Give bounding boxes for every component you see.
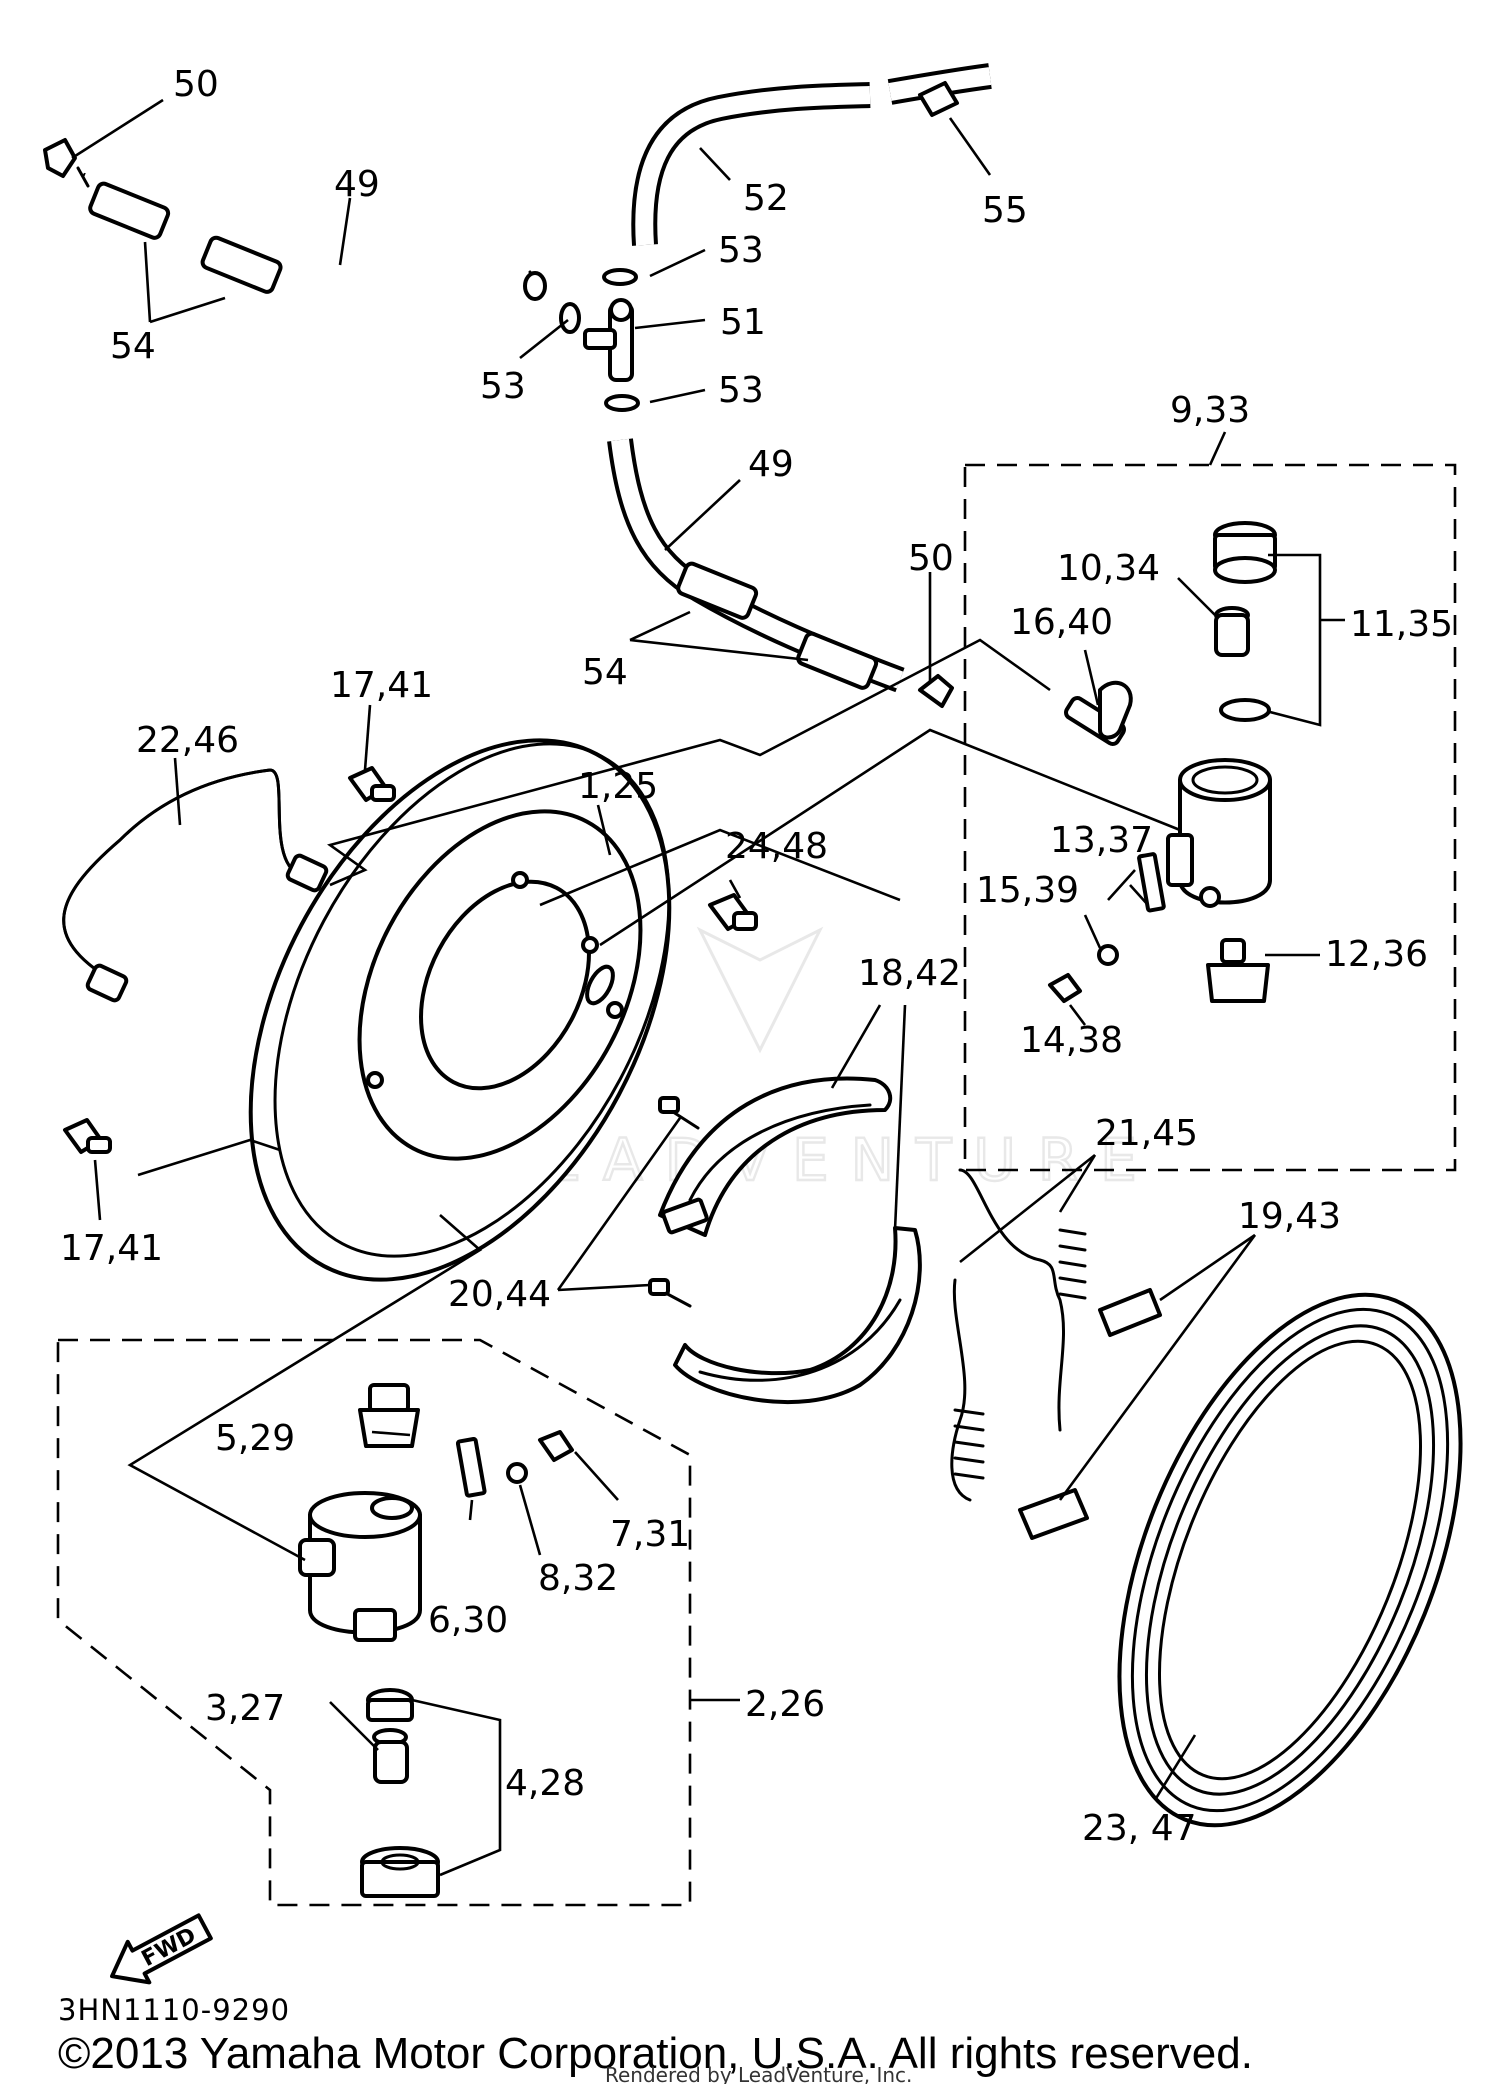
label-4-28: 4,28 bbox=[505, 1763, 585, 1804]
pin-20-44-upper-icon bbox=[658, 1096, 700, 1130]
pin-20-44-lower-icon bbox=[648, 1278, 692, 1308]
clip-53-icon bbox=[602, 268, 638, 286]
return-spring-upper bbox=[958, 1168, 1087, 1432]
label-7-31: 7,31 bbox=[610, 1514, 690, 1555]
screw-7-31-icon bbox=[538, 1430, 574, 1462]
label-15-39: 15,39 bbox=[976, 870, 1079, 911]
copyright-text: ©2013 Yamaha Motor Corporation, U.S.A. A… bbox=[58, 2029, 1253, 2078]
label-23-47: 23, 47 bbox=[1082, 1808, 1197, 1849]
rendered-by-text: Rendered by LeadVenture, Inc. bbox=[605, 2063, 912, 2084]
plate-13-37-icon bbox=[1137, 852, 1166, 913]
brake-pipe-22-46 bbox=[62, 768, 329, 1003]
label-51: 51 bbox=[720, 302, 766, 343]
fwd-arrow-icon: FWD bbox=[110, 1913, 213, 1985]
clip-19-43-lower-icon bbox=[1018, 1488, 1089, 1540]
label-50: 50 bbox=[173, 64, 219, 105]
hose-protector-icon bbox=[676, 561, 759, 620]
label-52: 52 bbox=[743, 178, 789, 219]
hose-protector-icon bbox=[796, 631, 879, 690]
clip-53-icon bbox=[559, 302, 581, 334]
label-49: 49 bbox=[334, 164, 380, 205]
screw-14-38-icon bbox=[1048, 973, 1082, 1003]
label-11-35: 11,35 bbox=[1350, 604, 1453, 645]
label-50: 50 bbox=[908, 538, 954, 579]
label-18-42: 18,42 bbox=[858, 953, 961, 994]
wheel-cylinder-left-assy bbox=[56, 1338, 692, 1907]
hose-protector-icon bbox=[88, 181, 171, 240]
piston-3-27-icon bbox=[373, 1740, 409, 1784]
label-13-37: 13,37 bbox=[1050, 820, 1153, 861]
three-way-joint-51-icon bbox=[559, 268, 640, 412]
label-54: 54 bbox=[110, 326, 156, 367]
label-53: 53 bbox=[718, 230, 764, 271]
label-9-33: 9,33 bbox=[1170, 390, 1250, 431]
label-55: 55 bbox=[982, 190, 1028, 231]
label-20-44: 20,44 bbox=[448, 1274, 551, 1315]
piston-10-34-icon bbox=[1214, 613, 1250, 657]
label-12-36: 12,36 bbox=[1325, 934, 1428, 975]
hose-clip-50-icon bbox=[43, 138, 77, 178]
label-53: 53 bbox=[480, 366, 526, 407]
label-14-38: 14,38 bbox=[1020, 1020, 1123, 1061]
leader-lines bbox=[71, 98, 1345, 1877]
bolt-17-41-lower-icon bbox=[63, 1118, 112, 1154]
label-49: 49 bbox=[748, 444, 794, 485]
brake-hose-lower bbox=[607, 438, 954, 708]
bolt-24-48-icon bbox=[708, 893, 758, 931]
adjuster-5-29-icon bbox=[368, 1383, 410, 1413]
label-6-30: 6,30 bbox=[428, 1600, 508, 1641]
label-3-27: 3,27 bbox=[205, 1688, 285, 1729]
label-5-29: 5,29 bbox=[215, 1418, 295, 1459]
label-21-45: 21,45 bbox=[1095, 1113, 1198, 1154]
label-19-43: 19,43 bbox=[1238, 1196, 1341, 1237]
label-53: 53 bbox=[718, 370, 764, 411]
brake-hose-upper bbox=[631, 63, 992, 246]
label-54: 54 bbox=[582, 652, 628, 693]
part-labels: 50 49 54 52 55 53 51 53 53 49 50 54 9,33… bbox=[60, 64, 1453, 1849]
brake-drum bbox=[1117, 1292, 1463, 1828]
hose-clamp-55-icon bbox=[918, 81, 959, 117]
brake-shoe-upper bbox=[658, 1076, 893, 1237]
label-24-48: 24,48 bbox=[725, 826, 828, 867]
adjuster-12-36-icon bbox=[1220, 938, 1246, 964]
return-spring-lower bbox=[950, 1278, 985, 1502]
hose-clip-50-icon bbox=[918, 674, 954, 708]
washer-15-39-icon bbox=[1097, 944, 1119, 966]
label-2-26: 2,26 bbox=[745, 1684, 825, 1725]
hose-protector-icon bbox=[200, 235, 283, 294]
brake-hose-left bbox=[76, 166, 547, 301]
label-10-34: 10,34 bbox=[1057, 548, 1160, 589]
cup-11-35-upper-icon bbox=[1213, 556, 1277, 584]
plate-6-30-icon bbox=[455, 1436, 487, 1498]
bolt-17-41-upper-icon bbox=[348, 766, 396, 802]
clip-53-icon bbox=[604, 394, 640, 412]
label-22-46: 22,46 bbox=[136, 720, 239, 761]
label-16-40: 16,40 bbox=[1010, 602, 1113, 643]
label-1-25: 1,25 bbox=[578, 766, 658, 807]
wheel-cylinder-right-assy bbox=[963, 463, 1457, 1172]
label-8-32: 8,32 bbox=[538, 1558, 618, 1599]
watermark-text: LEADVENTURE bbox=[490, 1126, 1159, 1194]
label-17-41: 17,41 bbox=[330, 665, 433, 706]
clip-19-43-upper-icon bbox=[1098, 1288, 1162, 1337]
cup-11-35-lower-icon bbox=[1219, 698, 1271, 722]
label-17-41: 17,41 bbox=[60, 1228, 163, 1269]
washer-8-32-icon bbox=[506, 1462, 528, 1484]
brake-shoe-lower bbox=[673, 1226, 922, 1405]
diagram-code: 3HN1110-9290 bbox=[58, 1993, 290, 2027]
watermark: LEADVENTURE bbox=[489, 926, 1159, 1195]
